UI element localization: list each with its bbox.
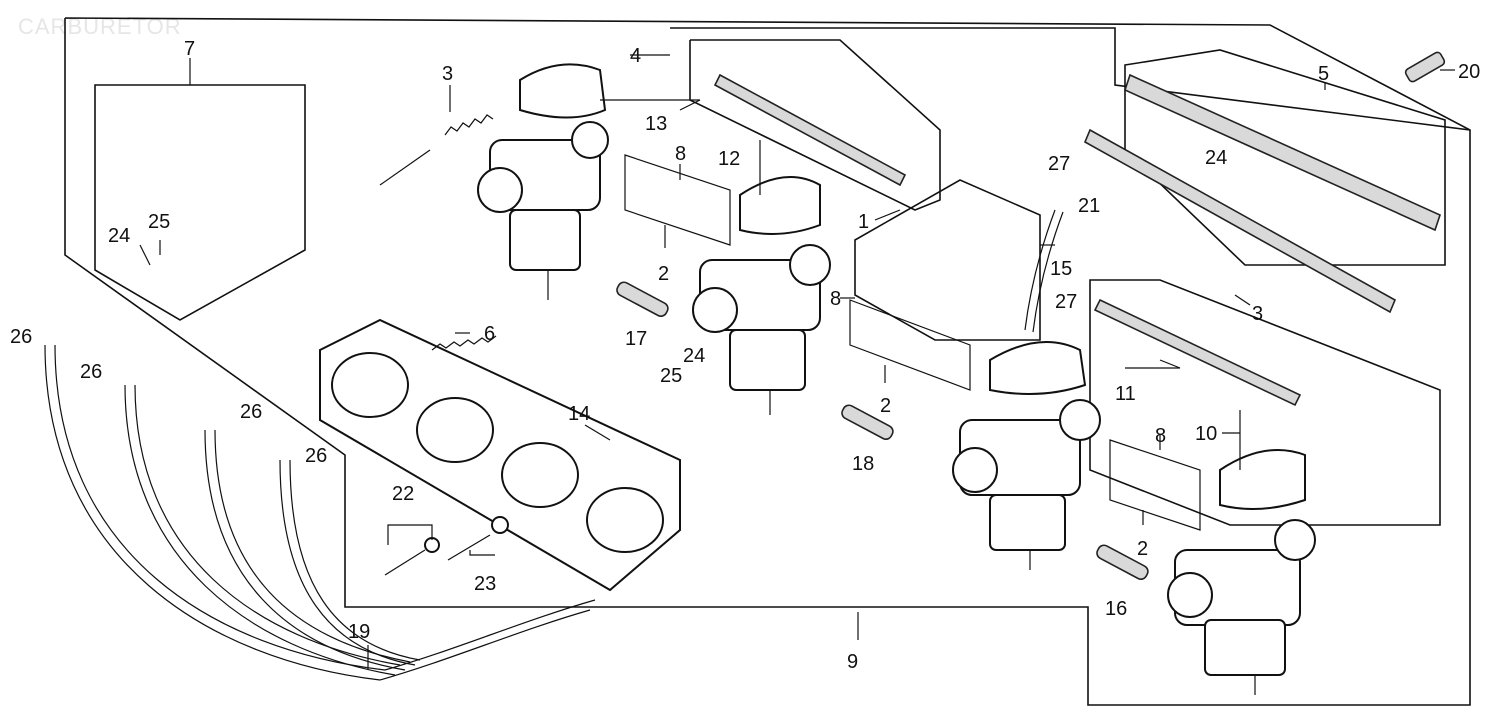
- callout-18: 18: [852, 453, 874, 475]
- callout-19: 19: [348, 621, 370, 643]
- leader-lines: [139, 54, 1455, 670]
- callout-10: 10: [1195, 423, 1217, 445]
- intake-manifold-14: [319, 318, 681, 592]
- callout-2: 2: [1137, 538, 1148, 560]
- callout-2: 2: [658, 263, 669, 285]
- callout-27: 27: [1048, 153, 1070, 175]
- callout-22: 22: [392, 483, 414, 505]
- callout-15: 15: [1050, 258, 1072, 280]
- callout-16: 16: [1105, 598, 1127, 620]
- callout-12: 12: [718, 148, 740, 170]
- fuel-pipe-15-b: [1032, 211, 1064, 333]
- callout-27: 27: [1055, 291, 1077, 313]
- carburetor-body-4: [1167, 449, 1316, 695]
- callout-26: 26: [80, 361, 102, 383]
- plate-8b: [849, 299, 971, 391]
- callout-3: 3: [442, 63, 453, 85]
- group-10-outline: [1089, 279, 1441, 526]
- fitting-20: [1404, 51, 1446, 83]
- callout-17: 17: [625, 328, 647, 350]
- plate-8a: [624, 154, 731, 246]
- assembly-outline: [64, 17, 1471, 706]
- shaft-rod-4: [1083, 128, 1397, 314]
- callout-5: 5: [1318, 63, 1329, 85]
- callout-24: 24: [683, 345, 705, 367]
- screw-3-left: [379, 149, 431, 186]
- callout-4: 4: [630, 45, 641, 67]
- throttle-shaft-12: [713, 73, 907, 187]
- callout-7: 7: [184, 38, 195, 60]
- callout-24: 24: [108, 225, 130, 247]
- bolt-set-22: [384, 537, 440, 576]
- callout-25: 25: [148, 211, 170, 233]
- callout-25: 25: [660, 365, 682, 387]
- bracket-22: [387, 524, 433, 545]
- callout-6: 6: [484, 323, 495, 345]
- linkage-rod-5: [1124, 73, 1441, 232]
- callout-3: 3: [1252, 303, 1263, 325]
- joint-pipe-18: [841, 404, 894, 441]
- callout-8: 8: [830, 288, 841, 310]
- callout-20: 20: [1458, 61, 1480, 83]
- vent-hoses: [44, 344, 596, 681]
- fuel-pipe-15: [1024, 209, 1056, 331]
- bracket-23: [469, 550, 495, 556]
- callout-1: 1: [858, 211, 869, 233]
- joint-pipe-17: [616, 281, 669, 318]
- callout-14: 14: [568, 403, 590, 425]
- spring-6: [431, 335, 497, 351]
- callout-26: 26: [240, 401, 262, 423]
- callout-26: 26: [10, 326, 32, 348]
- plate-8c: [1109, 439, 1201, 531]
- callout-26: 26: [305, 445, 327, 467]
- carburetor-body-1: [477, 63, 609, 300]
- carburetor-body-2: [692, 176, 831, 415]
- callout-9: 9: [847, 651, 858, 673]
- group-1-outline: [854, 179, 1041, 341]
- carburetor-body-3: [952, 341, 1101, 570]
- callout-8: 8: [1155, 425, 1166, 447]
- spring-3-left: [444, 114, 494, 136]
- callout-2: 2: [880, 395, 891, 417]
- callout-13: 13: [645, 113, 667, 135]
- callout-23: 23: [474, 573, 496, 595]
- joint-pipe-16: [1096, 544, 1149, 581]
- group-7-outline: [94, 84, 306, 321]
- callout-21: 21: [1078, 195, 1100, 217]
- callout-8: 8: [675, 143, 686, 165]
- callout-11: 11: [1115, 383, 1136, 405]
- group-4-outline: [670, 27, 1471, 131]
- callout-24: 24: [1205, 147, 1227, 169]
- throttle-shaft-11: [1093, 298, 1302, 407]
- bolt-set-23: [447, 516, 509, 561]
